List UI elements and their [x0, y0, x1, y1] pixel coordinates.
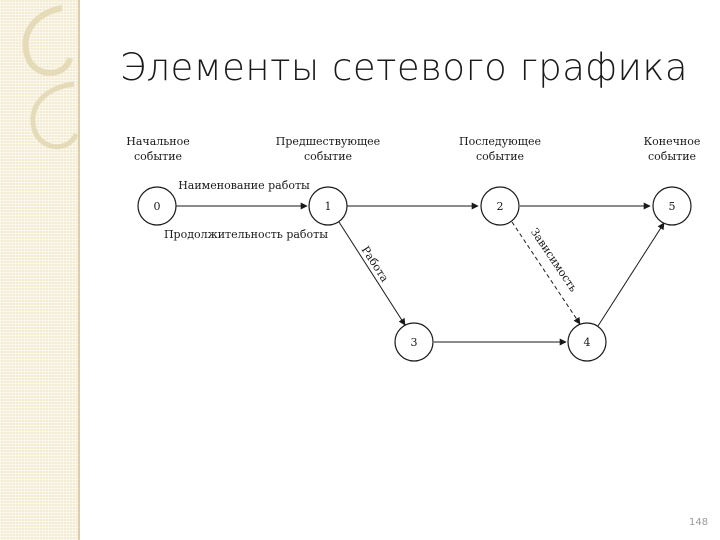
node-4-label: 4 — [584, 336, 591, 349]
node-5: 5 — [652, 186, 692, 226]
header-end-line2: событие — [648, 150, 696, 163]
node-2: 2 — [480, 186, 520, 226]
label-work-name: Наименование работы — [178, 179, 310, 192]
node-4: 4 — [567, 322, 607, 362]
side-band-edge — [78, 0, 80, 540]
header-start-line2: событие — [134, 150, 182, 163]
node-0: 0 — [137, 186, 177, 226]
node-0-label: 0 — [154, 200, 161, 213]
node-1-label: 1 — [325, 200, 332, 213]
header-start-line1: Начальное — [126, 135, 189, 148]
edge-1-3 — [338, 221, 406, 326]
node-3-label: 3 — [411, 336, 418, 349]
header-preceding-line1: Предшествующее — [276, 135, 380, 148]
label-work-duration: Продолжительность работы — [164, 228, 328, 241]
page-number: 148 — [689, 517, 709, 528]
header-following-line2: событие — [476, 150, 524, 163]
node-3: 3 — [394, 322, 434, 362]
header-following-line1: Последующее — [459, 135, 541, 148]
header-end-line1: Конечное — [644, 135, 701, 148]
node-2-label: 2 — [497, 200, 504, 213]
decorative-swirl — [22, 5, 79, 150]
node-5-label: 5 — [669, 200, 676, 213]
slide-title: Элементы сетевого графика — [120, 46, 689, 89]
edge-4-5 — [597, 222, 665, 327]
node-1: 1 — [308, 186, 348, 226]
label-dependency: Зависимость — [528, 226, 580, 294]
decorative-side-band — [0, 0, 78, 540]
header-preceding-line2: событие — [304, 150, 352, 163]
